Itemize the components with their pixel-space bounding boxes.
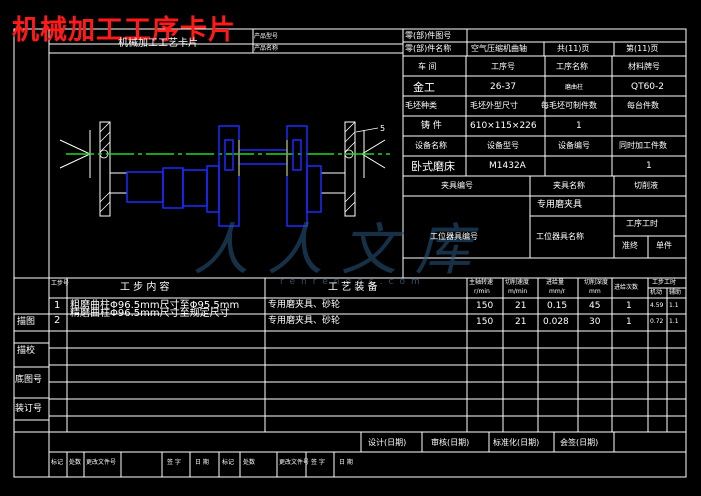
prep-time-label: 准终 <box>622 241 638 250</box>
review-date-label: 审核(日期) <box>431 438 470 447</box>
spindle-label: 主轴转速 <box>469 279 494 286</box>
equip-name-label: 设备名称 <box>415 141 447 150</box>
step-spindle: 150 <box>476 301 494 311</box>
step-spindle: 150 <box>476 317 494 327</box>
part-drawing-label: 零(部)件图号 <box>405 31 452 40</box>
step-no: 2 <box>54 315 61 326</box>
cut-speed-unit: m/min <box>508 288 528 295</box>
fixture-no-label: 夹具编号 <box>441 181 473 190</box>
equip-model-label: 设备型号 <box>487 141 519 150</box>
step-speed: 21 <box>515 317 527 327</box>
step-depth: 30 <box>589 317 601 327</box>
part-name-value: 空气压缩机曲轴 <box>471 44 527 53</box>
step-machine-time: 0.72 <box>650 318 664 325</box>
aux-time-label: 辅助 <box>669 289 682 296</box>
spindle-unit: r/min <box>474 288 490 295</box>
step-passes: 1 <box>626 301 632 311</box>
material-value: QT60-2 <box>631 82 665 92</box>
units-per-set-label: 每台件数 <box>627 101 659 110</box>
step-equip: 专用磨夹具、砂轮 <box>268 300 341 310</box>
card-title: 机械加工工艺卡片 <box>118 38 198 49</box>
blank-count-label: 每毛坯可制件数 <box>541 101 597 110</box>
standard-date-label: 标准化(日期) <box>493 438 540 447</box>
process-hours-label: 工序工时 <box>626 219 658 228</box>
side-base-no-label: 底图号 <box>15 375 43 385</box>
fixture-name-label: 夹具名称 <box>553 181 585 190</box>
product-name-label: 产品名称 <box>254 45 279 52</box>
equip-model-value: M1432A <box>489 161 526 171</box>
design-date-label: 设计(日期) <box>368 438 407 447</box>
process-no-value: 26-37 <box>490 82 517 92</box>
feed-unit: mm/r <box>549 288 566 295</box>
sign-date-label: 会签(日期) <box>560 438 599 447</box>
simul-count-label: 同时加工件数 <box>619 141 667 150</box>
product-model-label: 产品型号 <box>254 33 279 40</box>
footer-place-label-2: 处数 <box>243 459 256 466</box>
step-equip: 专用磨夹具、砂轮 <box>268 316 341 326</box>
workshop-label: 车 间 <box>418 62 437 71</box>
simul-count-value: 1 <box>646 161 652 171</box>
material-label: 材料牌号 <box>628 62 660 71</box>
drawing-label-5: 5 <box>380 124 386 133</box>
blank-type-label: 毛坯种类 <box>405 101 437 110</box>
side-bind-no-label: 装订号 <box>15 404 43 414</box>
step-content: 粗磨曲柱Φ96.5mm尺寸至Φ95.5mm <box>70 300 240 311</box>
depth-label: 切削深度 <box>584 279 609 286</box>
blank-type-value: 铸 件 <box>421 121 442 131</box>
side-check-label: 描校 <box>17 346 36 356</box>
footer-signature-label: 签 字 <box>167 459 181 466</box>
step-content: 精磨曲柱Φ96.5mm尺寸至规定尺寸 <box>70 308 230 319</box>
step-machine-time: 4.59 <box>650 302 664 309</box>
footer-mark-label-2: 标记 <box>222 459 235 466</box>
process-name-label: 工序名称 <box>556 62 588 71</box>
cut-speed-label: 切削速度 <box>505 279 530 286</box>
equip-no-label: 设备编号 <box>558 141 590 150</box>
footer-change-doc-label: 更改文件号 <box>86 459 117 466</box>
side-trace-label: 描图 <box>17 317 36 327</box>
step-passes: 1 <box>626 317 632 327</box>
step-speed: 21 <box>515 301 527 311</box>
footer-date-label-2: 日 期 <box>339 459 353 466</box>
fixture-name-value: 专用磨夹具 <box>537 200 583 210</box>
blank-count-value: 1 <box>576 121 582 131</box>
feed-label: 进给量 <box>546 279 565 286</box>
passes-label: 进给次数 <box>614 284 639 291</box>
blank-size-label: 毛坯外型尺寸 <box>470 101 518 110</box>
step-no-label: 工步号 <box>51 280 70 287</box>
depth-unit: mm <box>589 288 601 295</box>
step-no: 1 <box>54 300 61 311</box>
blank-size-value: 610×115×226 <box>470 121 537 131</box>
page-number: 第(11)页 <box>626 44 659 53</box>
step-hours-label: 工步工时 <box>652 279 677 286</box>
coolant-label: 切削液 <box>634 181 658 190</box>
footer-change-doc-label-2: 更改文件号 <box>279 459 310 466</box>
overlay-title: 机械加工工序卡片 <box>12 15 236 46</box>
process-name-value: 磨曲柱 <box>565 84 584 91</box>
unit-time-label: 单件 <box>656 241 672 250</box>
step-feed: 0.028 <box>543 317 569 327</box>
watermark-text: 人人文库 <box>193 218 489 283</box>
step-aux-time: 1.1 <box>669 302 679 309</box>
footer-place-label: 处数 <box>69 459 82 466</box>
workshop-value: 金工 <box>413 81 435 94</box>
machine-time-label: 机动 <box>650 289 663 296</box>
crankshaft-drawing <box>59 121 390 227</box>
equip-name-value: 卧式磨床 <box>411 160 455 173</box>
footer-date-label: 日 期 <box>195 459 209 466</box>
station-name-label: 工位器具名称 <box>536 232 584 241</box>
footer-signature-label-2: 签 字 <box>311 459 325 466</box>
process-equip-label: 工 艺 装 备 <box>328 282 378 293</box>
step-feed: 0.15 <box>547 301 568 311</box>
total-pages: 共(11)页 <box>557 44 590 53</box>
station-no-label: 工位器具编号 <box>430 232 478 241</box>
step-depth: 45 <box>589 301 601 311</box>
step-content-label: 工 步 内 容 <box>120 282 170 293</box>
part-name-label: 零(部)件名称 <box>405 44 452 53</box>
watermark-url: renrendoc.com <box>280 277 426 287</box>
footer-mark-label: 标记 <box>51 459 64 466</box>
process-no-label: 工序号 <box>491 62 515 71</box>
step-aux-time: 1.1 <box>669 318 679 325</box>
